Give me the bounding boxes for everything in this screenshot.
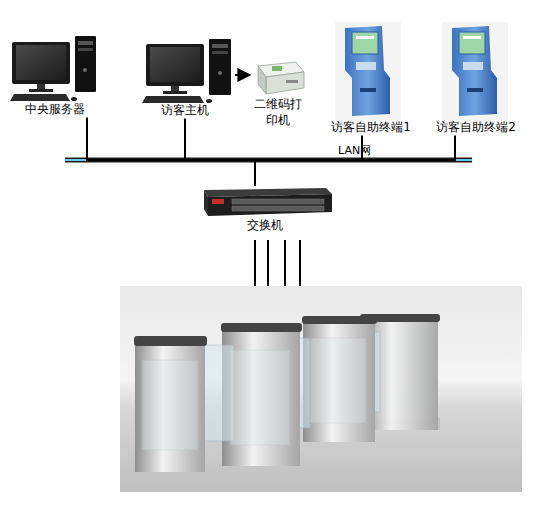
turnstile-photo [120, 286, 522, 492]
server-computer [10, 36, 96, 101]
gate-cable [255, 240, 300, 290]
network-label: LAN网 [338, 144, 371, 157]
device-label: 中央服务器 [5, 102, 105, 118]
kiosk-node: 访客自助终端2 [430, 20, 522, 136]
network-link [185, 119, 255, 186]
device-label: 访客自助终端2 [430, 120, 522, 136]
switch-node: 交换机 [195, 186, 335, 234]
switch-icon [204, 188, 332, 216]
host-node: 访客主机 [135, 35, 235, 119]
kiosk-node: 访客自助终端1 [325, 20, 417, 136]
network-link [235, 74, 250, 76]
printer-node: 二维码打印机 [250, 55, 306, 128]
server-node: 中央服务器 [5, 32, 105, 118]
printer-icon [258, 62, 304, 94]
device-label: 访客自助终端1 [325, 120, 417, 136]
network-link [87, 118, 255, 186]
device-label: 二维码打印机 [250, 97, 306, 128]
kiosk-icon [442, 22, 508, 120]
kiosk-icon [335, 22, 401, 120]
network-link [255, 136, 455, 186]
device-label: 访客主机 [135, 103, 235, 119]
device-label: 交换机 [195, 218, 335, 234]
host-computer [142, 39, 231, 103]
